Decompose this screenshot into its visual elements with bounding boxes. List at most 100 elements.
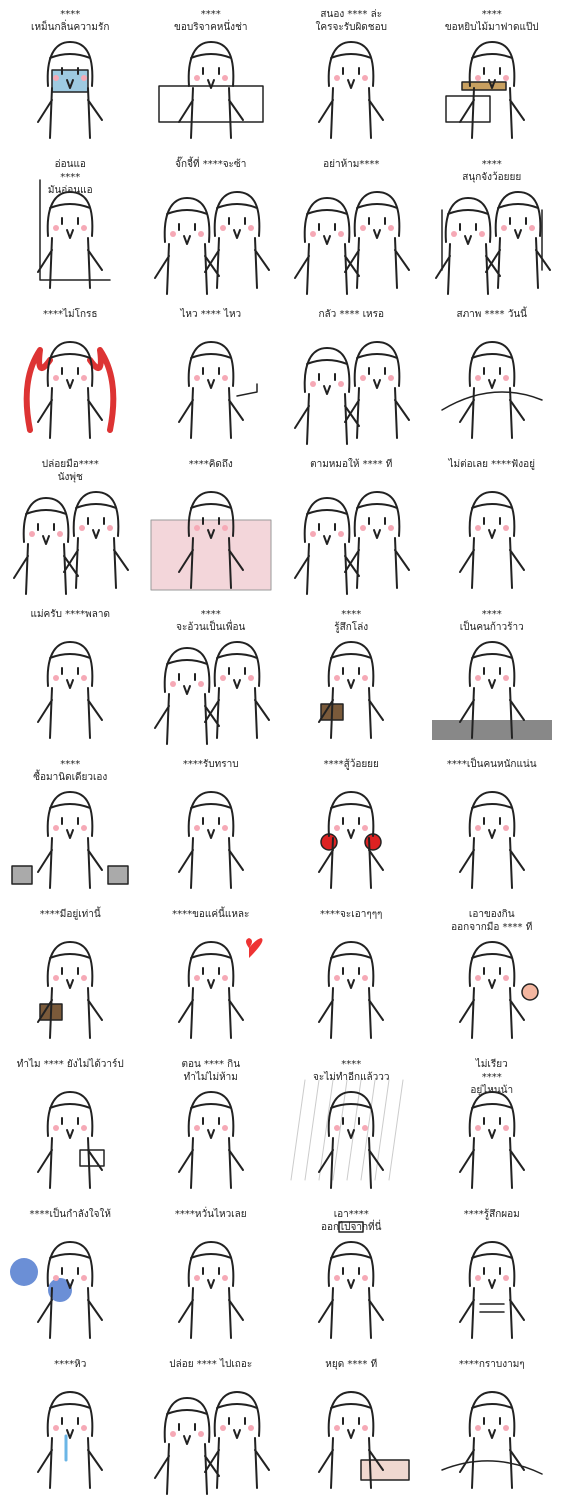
sticker-caption: ปล่อย **** ไปเถอะ (169, 1359, 253, 1370)
box-prop (444, 81, 507, 123)
pompom-prop (10, 1258, 72, 1302)
sticker-16[interactable]: ไม่ต่อเลย ****ฟังอยู่ (422, 450, 562, 600)
sticker-8[interactable]: **** สนุกจังว้อยยย (422, 150, 562, 300)
icecream-prop (520, 983, 539, 1001)
figure-head (468, 941, 515, 987)
figure-body (356, 537, 398, 589)
sticker-37[interactable]: ****หิว (0, 1350, 141, 1500)
figure-body (49, 987, 91, 1039)
figure-body (470, 1287, 513, 1339)
sticker-illustration (177, 1091, 244, 1189)
sticker-caption: อย่าห้าม**** (323, 159, 380, 170)
sticker-9[interactable]: ****ไม่โกรธ (0, 300, 141, 450)
sticker-39[interactable]: หยุด **** ที (281, 1350, 422, 1500)
sticker-20[interactable]: **** เป็นคนก้าวร้าว (422, 600, 562, 750)
bed-prop (150, 519, 271, 591)
figure-head (213, 641, 260, 687)
sticker-illustration (177, 341, 258, 439)
figure-body (49, 837, 91, 889)
sticker-2[interactable]: **** ขอบริจาคหนึ่งช่า (141, 0, 282, 150)
thumb-prop (235, 383, 258, 397)
cake-prop (360, 1459, 410, 1481)
figure-body (470, 687, 513, 739)
figure-head (46, 1091, 94, 1137)
figure-head (444, 197, 491, 243)
figure-head (187, 941, 234, 987)
sticker-caption: **** เป็นคนก้าวร้าว (459, 609, 524, 633)
sticker-12[interactable]: สภาพ **** วันนี้ (422, 300, 562, 450)
sticker-caption: ไหว **** ไหว (180, 309, 242, 320)
figure-body (49, 1137, 91, 1189)
sticker-caption: ****สู้ว้อยยย (323, 759, 379, 770)
sticker-6[interactable]: จั๊กจี้ที่ ****จะซ้า (141, 150, 282, 300)
figure-body (215, 687, 258, 739)
sticker-illustration (37, 179, 111, 289)
sticker-31[interactable]: **** จะไม่ทำอีกแล้ววว (281, 1050, 422, 1200)
sticker-caption: ไม่เรียว **** อยู่ไหนน้า (470, 1059, 514, 1096)
sticker-11[interactable]: กลัว **** เหรอ (281, 300, 422, 450)
figure-head (468, 41, 515, 87)
sticker-21[interactable]: **** ซื้อมานิดเดียวเอง (0, 750, 141, 900)
sticker-5[interactable]: อ่อนแอ **** มันอ่อนแอ (0, 150, 141, 300)
figure-head (303, 497, 351, 543)
sticker-13[interactable]: ปล่อยมือ**** นังพุ่ช (0, 450, 141, 600)
sticker-33[interactable]: ****เป็นกำลังใจให้ (0, 1200, 141, 1350)
sticker-illustration (150, 491, 271, 591)
figure-head (46, 791, 94, 837)
sticker-7[interactable]: อย่าห้าม**** (281, 150, 422, 300)
figure-head (327, 1241, 375, 1287)
sticker-29[interactable]: ทำไม **** ยังไม่ได้วาร์ป (0, 1050, 141, 1200)
sticker-34[interactable]: ****หวั่นไหวเลย (141, 1200, 282, 1350)
figure-head (46, 1391, 94, 1437)
mask-prop (51, 69, 89, 93)
sticker-illustration (318, 791, 384, 889)
sticker-17[interactable]: แม่ครับ ****พลาด (0, 600, 141, 750)
sticker-caption: เอา**** ออกไปจากที่นี่ (321, 1209, 382, 1233)
sticker-30[interactable]: ตอน **** กิน ทำไม่ไม่ห้าม (141, 1050, 282, 1200)
sticker-caption: เอาของกิน ออกจากมือ **** ที (451, 909, 533, 933)
sticker-caption: กลัว **** เหรอ (318, 309, 385, 320)
figure-head (72, 491, 120, 537)
sticker-28[interactable]: เอาของกิน ออกจากมือ **** ที (422, 900, 562, 1050)
sticker-26[interactable]: ****ขอแค่นี้แหละ (141, 900, 282, 1050)
figure-head (353, 191, 401, 237)
figure-head (22, 497, 70, 543)
figure-head (163, 647, 210, 693)
sticker-4[interactable]: **** ขอหยิบไม้มาฟาดแป๊ป (422, 0, 562, 150)
sticker-14[interactable]: ****คิดถึง (141, 450, 282, 600)
sticker-caption: อ่อนแอ **** มันอ่อนแอ (47, 159, 93, 196)
sticker-illustration (458, 1091, 525, 1189)
sticker-3[interactable]: สนอง **** ล่ะ ใครจะรับผิดชอบ (281, 0, 422, 150)
sticker-24[interactable]: ****เป็นคนหนักแน่น (422, 750, 562, 900)
figure-body (306, 543, 348, 595)
sticker-illustration (294, 341, 410, 445)
sticker-illustration (153, 191, 270, 295)
sticker-40[interactable]: ****กราบงามๆ (422, 1350, 562, 1500)
figure-head (468, 1391, 515, 1437)
figure-body (189, 1137, 232, 1189)
figure-head (468, 1091, 515, 1137)
sticker-illustration (153, 641, 270, 745)
figure-body (356, 387, 398, 439)
sticker-36[interactable]: ****รู้สึกผอม (422, 1200, 562, 1350)
sticker-1[interactable]: **** เหม็นกลิ่นความรัก (0, 0, 141, 150)
sticker-22[interactable]: ****รับทราบ (141, 750, 282, 900)
sticker-23[interactable]: ****สู้ว้อยยย (281, 750, 422, 900)
sticker-27[interactable]: ****จะเอาๆๆๆ (281, 900, 422, 1050)
sticker-15[interactable]: ตามหมอให้ **** ที (281, 450, 422, 600)
figure-head (327, 1091, 375, 1137)
figure-head (468, 1241, 515, 1287)
sticker-illustration (177, 791, 244, 889)
sticker-38[interactable]: ปล่อย **** ไปเถอะ (141, 1350, 282, 1500)
sticker-25[interactable]: ****มีอยู่เท่านี้ (0, 900, 141, 1050)
figure-body (189, 537, 232, 589)
sticker-10[interactable]: ไหว **** ไหว (141, 300, 282, 450)
sticker-32[interactable]: ไม่เรียว **** อยู่ไหนน้า (422, 1050, 562, 1200)
sticker-35[interactable]: เอา**** ออกไปจากที่นี่ (281, 1200, 422, 1350)
sticker-illustration (37, 641, 103, 739)
sticker-illustration (440, 341, 543, 439)
sticker-18[interactable]: **** จะอ้วนเป็นเพื่อน (141, 600, 282, 750)
sticker-19[interactable]: **** รู้สึกโล่ง (281, 600, 422, 750)
figure-body (165, 1443, 208, 1495)
